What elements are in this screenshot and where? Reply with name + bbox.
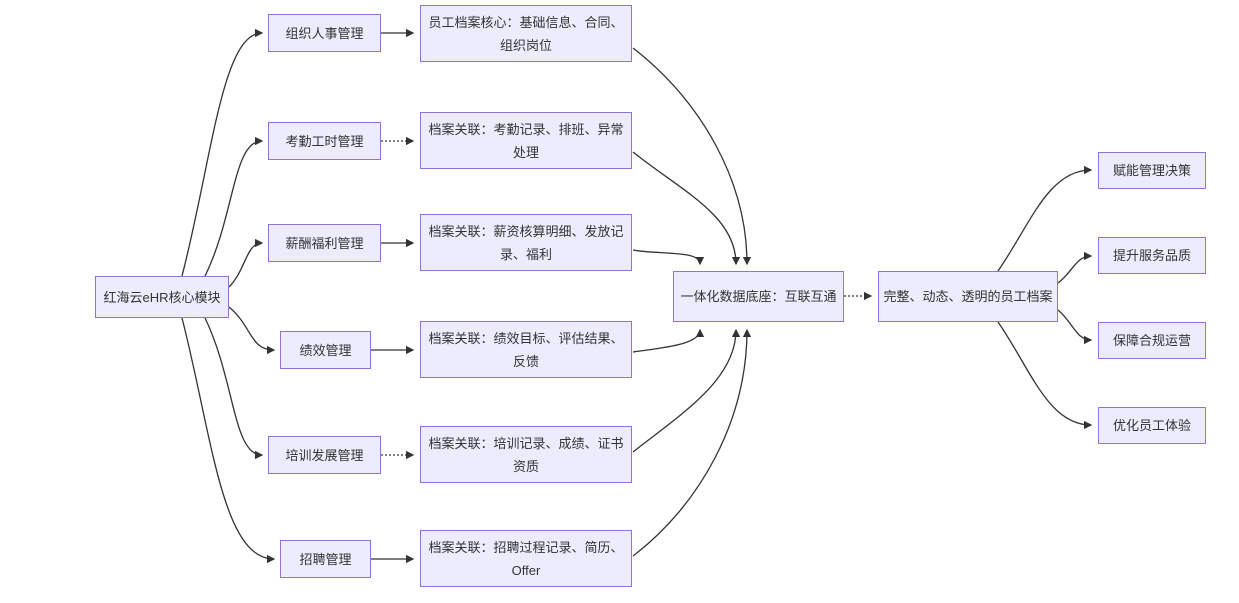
node-benefit-service: 提升服务品质 [1098,237,1206,274]
node-benefit-decision: 赋能管理决策 [1098,152,1206,189]
node-benefit-experience: 优化员工体验 [1098,407,1206,444]
edge-outcome-to-benefit-1 [1057,251,1093,284]
node-module-attendance: 考勤工时管理 [268,122,381,160]
edge-root-to-module-5 [181,317,276,564]
edge-root-to-module-2 [228,238,264,288]
node-benefit-compliance: 保障合规运营 [1098,322,1206,359]
node-module-recruiting: 招聘管理 [280,540,371,578]
node-outcome-employee-archive: 完整、动态、透明的员工档案 [878,271,1058,322]
edge-detail-5-to-hub [632,328,752,557]
edge-detail-1-to-hub [632,151,741,266]
node-detail-compensation: 档案关联：薪资核算明细、发放记录、福利 [420,214,632,271]
edge-detail-2-to-hub [632,249,705,266]
node-detail-training: 档案关联：培训记录、成绩、证书资质 [420,426,632,483]
edge-detail-3-to-hub [632,328,705,353]
edge-root-to-module-1 [204,136,264,277]
node-module-performance: 绩效管理 [280,331,371,369]
edge-root-to-module-3 [228,306,276,355]
edge-root-to-module-0 [181,28,264,277]
node-module-training: 培训发展管理 [268,436,381,474]
edge-root-to-module-4 [204,317,264,460]
edge-outcome-to-benefit-2 [1057,309,1093,345]
node-detail-org-hr: 员工档案核心：基础信息、合同、组织岗位 [420,5,632,62]
node-detail-attendance: 档案关联：考勤记录、排班、异常处理 [420,112,632,169]
edge-detail-4-to-hub [632,328,741,453]
node-root: 红海云eHR核心模块 [95,276,229,318]
edge-detail-0-to-hub [632,47,752,266]
node-hub-data-base: 一体化数据底座：互联互通 [673,271,844,322]
node-module-compensation: 薪酬福利管理 [268,224,381,262]
node-module-org-hr: 组织人事管理 [268,14,381,52]
edge-outcome-to-benefit-0 [997,165,1093,272]
edge-outcome-to-benefit-3 [997,321,1093,430]
node-detail-performance: 档案关联：绩效目标、评估结果、反馈 [420,321,632,378]
node-detail-recruiting: 档案关联：招聘过程记录、简历、Offer [420,530,632,587]
